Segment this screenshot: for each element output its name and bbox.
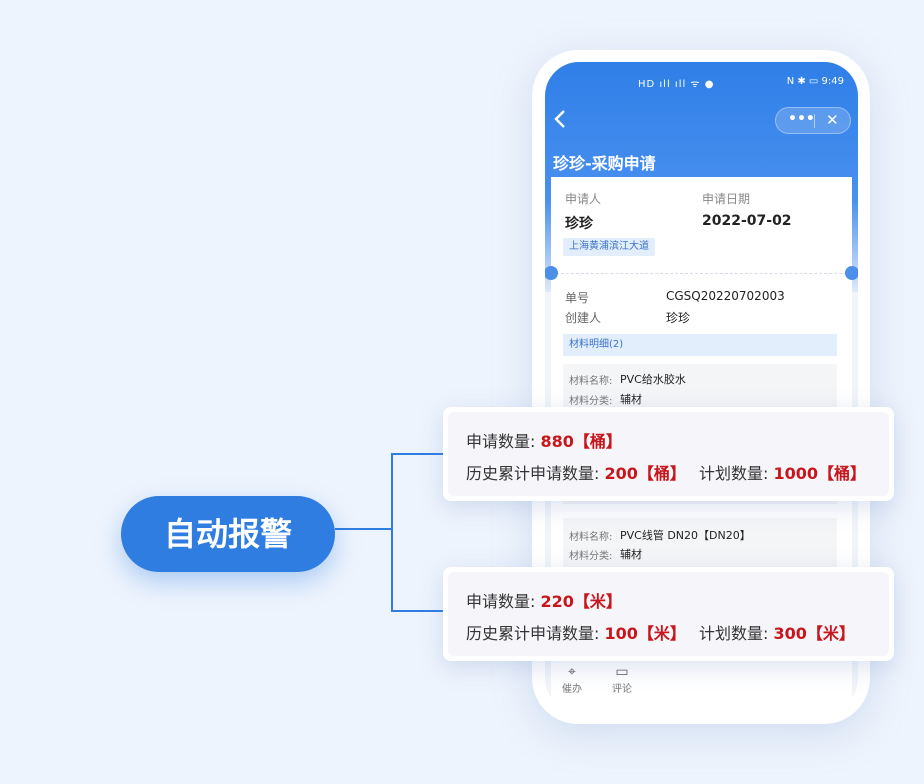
capsule-divider: [814, 114, 815, 128]
history-qty-value: 100【米】: [604, 624, 686, 643]
connector-vertical: [391, 453, 393, 612]
page-title: 珍珍-采购申请: [553, 154, 656, 173]
history-qty-line: 历史累计申请数量: 200【桶】 计划数量: 1000【桶】: [466, 460, 866, 484]
history-qty-label: 历史累计申请数量:: [466, 624, 600, 643]
alert-tooltip-2: 申请数量: 220【米】 历史累计申请数量: 100【米】 计划数量: 300【…: [443, 567, 894, 661]
status-right: N ✱ ▭ 9:49: [786, 76, 844, 87]
material-category-label: 材料分类:: [569, 396, 613, 407]
request-qty-value: 220【米】: [540, 592, 622, 611]
more-icon[interactable]: •••: [788, 111, 815, 127]
auto-alert-badge: 自动报警: [121, 496, 335, 572]
connector-stem: [335, 528, 393, 530]
request-qty-value: 880【桶】: [540, 432, 622, 451]
date-label: 申请日期: [702, 192, 751, 206]
alert-tooltip-1: 申请数量: 880【桶】 历史累计申请数量: 200【桶】 计划数量: 1000…: [443, 407, 894, 501]
right-notch: [845, 266, 858, 280]
creator-label: 创建人: [565, 311, 602, 325]
history-qty-line: 历史累计申请数量: 100【米】 计划数量: 300【米】: [466, 620, 855, 644]
comment-button[interactable]: ▭ 评论: [607, 664, 637, 695]
back-icon[interactable]: [553, 109, 571, 131]
request-qty-label: 申请数量:: [466, 592, 536, 611]
comment-label: 评论: [612, 684, 632, 695]
order-no-label: 单号: [565, 291, 590, 305]
location-tag: 上海黄浦滨江大道: [563, 238, 655, 256]
status-bar: HD ıll ıll ᯤ ● N ✱ ▭ 9:49: [545, 76, 858, 92]
order-no-value: CGSQ20220702003: [666, 289, 785, 303]
creator-value: 珍珍: [666, 311, 691, 325]
material-name-label: 材料名称:: [569, 532, 613, 543]
left-notch: [545, 266, 558, 280]
connector-bottom: [391, 610, 445, 612]
history-qty-value: 200【桶】: [604, 464, 686, 483]
material-category: 辅材: [620, 548, 642, 561]
applicant-label: 申请人: [565, 192, 602, 206]
tooltip-inner: [448, 572, 889, 656]
history-qty-label: 历史累计申请数量:: [466, 464, 600, 483]
divider: [551, 273, 852, 274]
request-qty-line: 申请数量: 880【桶】: [466, 428, 622, 452]
close-icon[interactable]: ✕: [826, 111, 839, 129]
comment-icon: ▭: [615, 664, 629, 680]
mini-program-capsule: ••• ✕: [775, 107, 851, 134]
material-name-label: 材料名称:: [569, 376, 613, 387]
request-qty-line: 申请数量: 220【米】: [466, 588, 622, 612]
material-name: PVC给水胶水: [620, 373, 686, 386]
plan-qty-label: 计划数量:: [699, 464, 769, 483]
materials-section-title: 材料明细(2): [563, 334, 837, 356]
material-category: 辅材: [620, 393, 642, 406]
plan-qty-value: 300【米】: [773, 624, 855, 643]
applicant-value: 珍珍: [565, 216, 593, 232]
plan-qty-label: 计划数量:: [699, 624, 769, 643]
tooltip-inner: [448, 412, 889, 496]
material-name: PVC线管 DN20【DN20】: [620, 529, 751, 542]
material-category-label: 材料分类:: [569, 551, 613, 562]
request-qty-label: 申请数量:: [466, 432, 536, 451]
urge-button[interactable]: ⌖ 催办: [557, 664, 587, 695]
connector-top: [391, 453, 445, 455]
urge-label: 催办: [562, 684, 582, 695]
pin-icon: ⌖: [568, 664, 576, 680]
date-value: 2022-07-02: [702, 213, 792, 229]
signal-icons: HD ıll ıll ᯤ ●: [638, 79, 715, 90]
plan-qty-value: 1000【桶】: [773, 464, 867, 483]
